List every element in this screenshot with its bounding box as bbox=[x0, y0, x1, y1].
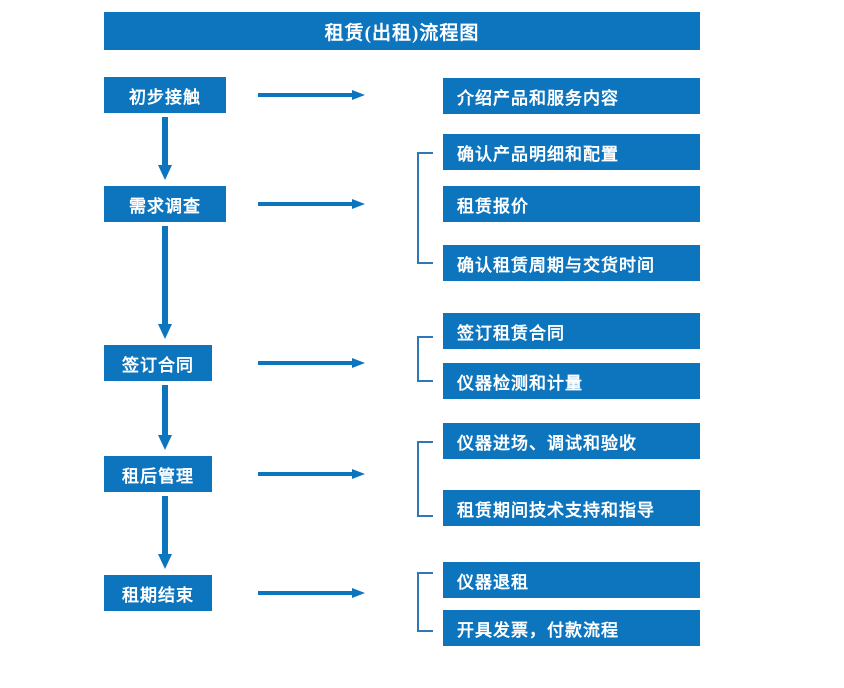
vertical-arrow-1-to-2 bbox=[156, 117, 174, 181]
detail-box-4[interactable]: 确认租赁周期与交货时间 bbox=[443, 245, 700, 281]
stage-box-4[interactable]: 租后管理 bbox=[104, 456, 212, 492]
stage-box-2[interactable]: 需求调查 bbox=[104, 186, 226, 222]
horizontal-arrow-stage-3 bbox=[258, 356, 366, 370]
vertical-arrow-3-to-4 bbox=[156, 385, 174, 451]
detail-box-7[interactable]: 仪器进场、调试和验收 bbox=[443, 423, 700, 459]
horizontal-arrow-stage-4 bbox=[258, 467, 366, 481]
group-bracket-stage-5 bbox=[417, 572, 433, 632]
group-bracket-stage-2 bbox=[417, 152, 433, 264]
horizontal-arrow-stage-5 bbox=[258, 586, 366, 600]
detail-box-10[interactable]: 开具发票，付款流程 bbox=[443, 610, 700, 646]
vertical-arrow-2-to-3 bbox=[156, 226, 174, 340]
detail-box-6[interactable]: 仪器检测和计量 bbox=[443, 363, 700, 399]
stage-box-3[interactable]: 签订合同 bbox=[104, 345, 212, 381]
detail-box-2[interactable]: 确认产品明细和配置 bbox=[443, 134, 700, 170]
detail-box-5[interactable]: 签订租赁合同 bbox=[443, 313, 700, 349]
detail-box-3[interactable]: 租赁报价 bbox=[443, 186, 700, 222]
detail-box-9[interactable]: 仪器退租 bbox=[443, 562, 700, 598]
detail-box-8[interactable]: 租赁期间技术支持和指导 bbox=[443, 490, 700, 526]
stage-box-5[interactable]: 租期结束 bbox=[104, 575, 212, 611]
vertical-arrow-4-to-5 bbox=[156, 496, 174, 570]
group-bracket-stage-3 bbox=[417, 336, 433, 382]
horizontal-arrow-stage-1 bbox=[258, 88, 366, 102]
stage-box-1[interactable]: 初步接触 bbox=[104, 77, 226, 113]
group-bracket-stage-4 bbox=[417, 441, 433, 517]
page-title: 租赁(出租)流程图 bbox=[104, 12, 700, 50]
detail-box-1[interactable]: 介绍产品和服务内容 bbox=[443, 78, 700, 114]
horizontal-arrow-stage-2 bbox=[258, 197, 366, 211]
